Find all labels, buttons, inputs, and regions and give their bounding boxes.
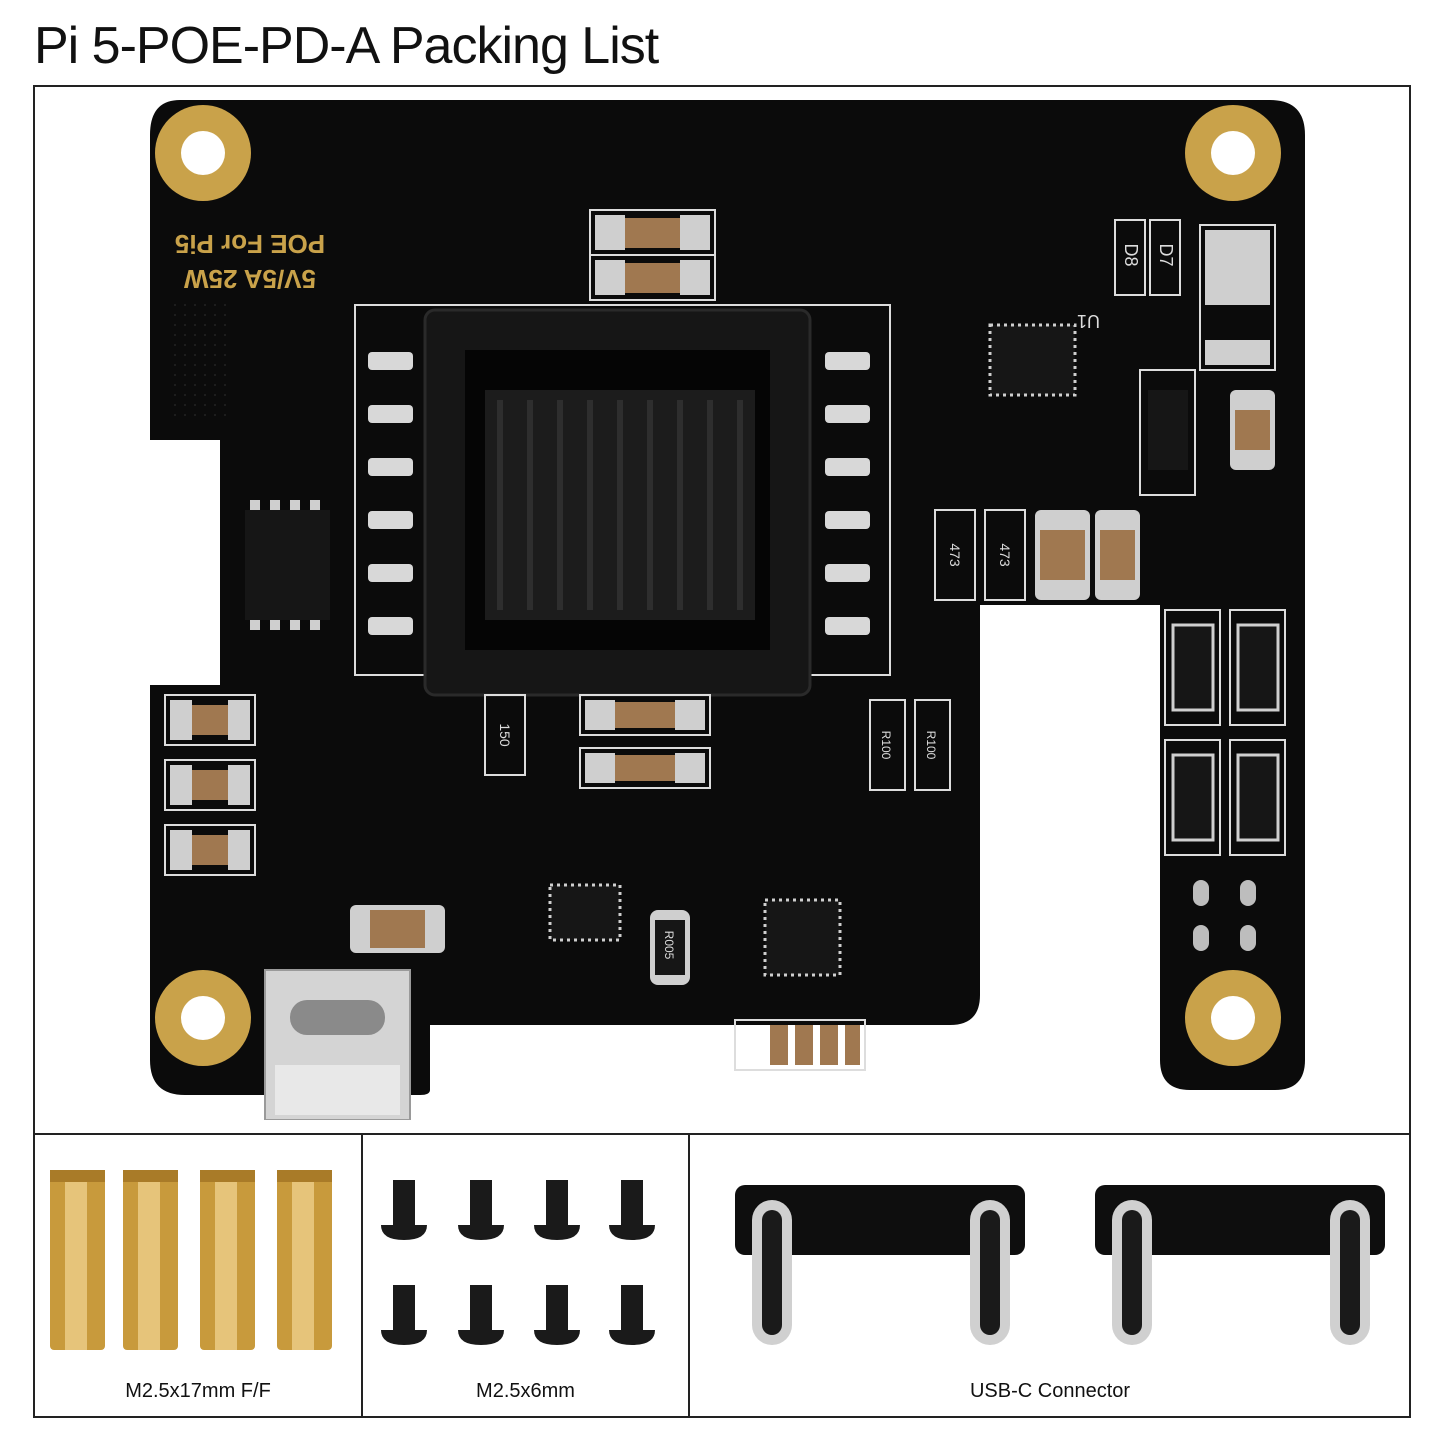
via-pattern-left xyxy=(170,300,230,420)
standoff-icon xyxy=(50,1170,105,1350)
standoff-icon xyxy=(123,1170,178,1350)
mount-hole-tl xyxy=(155,105,251,201)
screw-icon xyxy=(458,1285,504,1345)
svg-text:R100: R100 xyxy=(879,731,893,760)
mount-hole-bl xyxy=(155,970,251,1066)
resistor-473-1: 473 xyxy=(934,509,976,601)
capacitor-usb xyxy=(350,905,445,953)
capacitor-mid-1 xyxy=(1035,510,1090,600)
resistor-r100-1: R100 xyxy=(869,699,906,791)
screw-icon xyxy=(534,1180,580,1240)
column-divider-1 xyxy=(361,1133,363,1418)
screw-icon xyxy=(458,1180,504,1240)
screw-icon xyxy=(534,1285,580,1345)
page-title: Pi 5-POE-PD-A Packing List xyxy=(34,17,659,75)
capacitor-left-1 xyxy=(164,694,256,746)
diode-right xyxy=(1199,224,1276,371)
screw-icon xyxy=(609,1180,655,1240)
screw-icon xyxy=(381,1285,427,1345)
resistor-150: 150 xyxy=(484,694,526,776)
standoff-icon xyxy=(277,1170,332,1350)
led-pads xyxy=(1193,880,1256,951)
resistor-473-2: 473 xyxy=(984,509,1026,601)
screw-icon xyxy=(609,1285,655,1345)
resistor-array xyxy=(734,1019,866,1071)
usb-c-connector-icon xyxy=(1095,1185,1385,1345)
capacitor-left-2 xyxy=(164,759,256,811)
diode-d8: D8 xyxy=(1114,219,1146,296)
mosfet-left xyxy=(245,500,330,630)
svg-text:473: 473 xyxy=(997,543,1013,567)
diode-d7: D7 xyxy=(1149,219,1181,296)
svg-text:R100: R100 xyxy=(924,731,938,760)
mount-hole-br xyxy=(1185,970,1281,1066)
diode-column xyxy=(1164,609,1286,856)
transformer-pins xyxy=(368,352,870,635)
packing-list-frame xyxy=(33,85,1411,1418)
capacitor-bottom-2 xyxy=(579,747,711,789)
capacitor-bottom-1 xyxy=(579,694,711,736)
screw-icon xyxy=(381,1180,427,1240)
svg-text:R005: R005 xyxy=(662,931,676,960)
capacitor-right-small xyxy=(1230,390,1275,470)
usb-c-connectors-image xyxy=(735,1185,1385,1345)
transformer xyxy=(354,304,891,697)
svg-text:D7: D7 xyxy=(1156,243,1176,266)
capacitor-mid-2 xyxy=(1095,510,1140,600)
column-divider-2 xyxy=(688,1133,690,1418)
capacitor-top-2 xyxy=(589,254,716,301)
caption-usb-c: USB-C Connector xyxy=(969,1380,1131,1402)
screws-image xyxy=(381,1180,655,1345)
mount-hole-tr xyxy=(1185,105,1281,201)
resistor-r005: R005 xyxy=(650,910,690,985)
standoffs-image xyxy=(50,1170,332,1350)
row-divider xyxy=(33,1133,1411,1135)
diode-rc xyxy=(1139,369,1196,496)
usb-c-port xyxy=(264,969,411,1121)
chip-soic xyxy=(548,883,622,942)
svg-text:150: 150 xyxy=(497,723,513,747)
label-u1: U1 xyxy=(1077,311,1100,331)
usb-c-connector-icon xyxy=(735,1185,1025,1345)
chip-qfn-2 xyxy=(763,898,842,977)
caption-standoffs: M2.5x17mm F/F xyxy=(125,1380,271,1402)
resistor-r100-2: R100 xyxy=(914,699,951,791)
chip-u1 xyxy=(988,323,1077,397)
caption-screws: M2.5x6mm xyxy=(476,1380,575,1402)
standoff-icon xyxy=(200,1170,255,1350)
capacitor-left-3 xyxy=(164,824,256,876)
svg-text:D8: D8 xyxy=(1121,243,1141,266)
svg-text:473: 473 xyxy=(947,543,963,567)
silk-text-poe: POE For Pi5 xyxy=(175,229,325,259)
silk-text-power: 5V/5A 25W xyxy=(184,264,316,294)
poe-board-graphic: 5V/5A 25W POE For Pi5 U1 D8 D7 xyxy=(150,100,1305,1121)
poe-board-image: 5V/5A 25W POE For Pi5 U1 D8 D7 xyxy=(140,100,1310,1121)
